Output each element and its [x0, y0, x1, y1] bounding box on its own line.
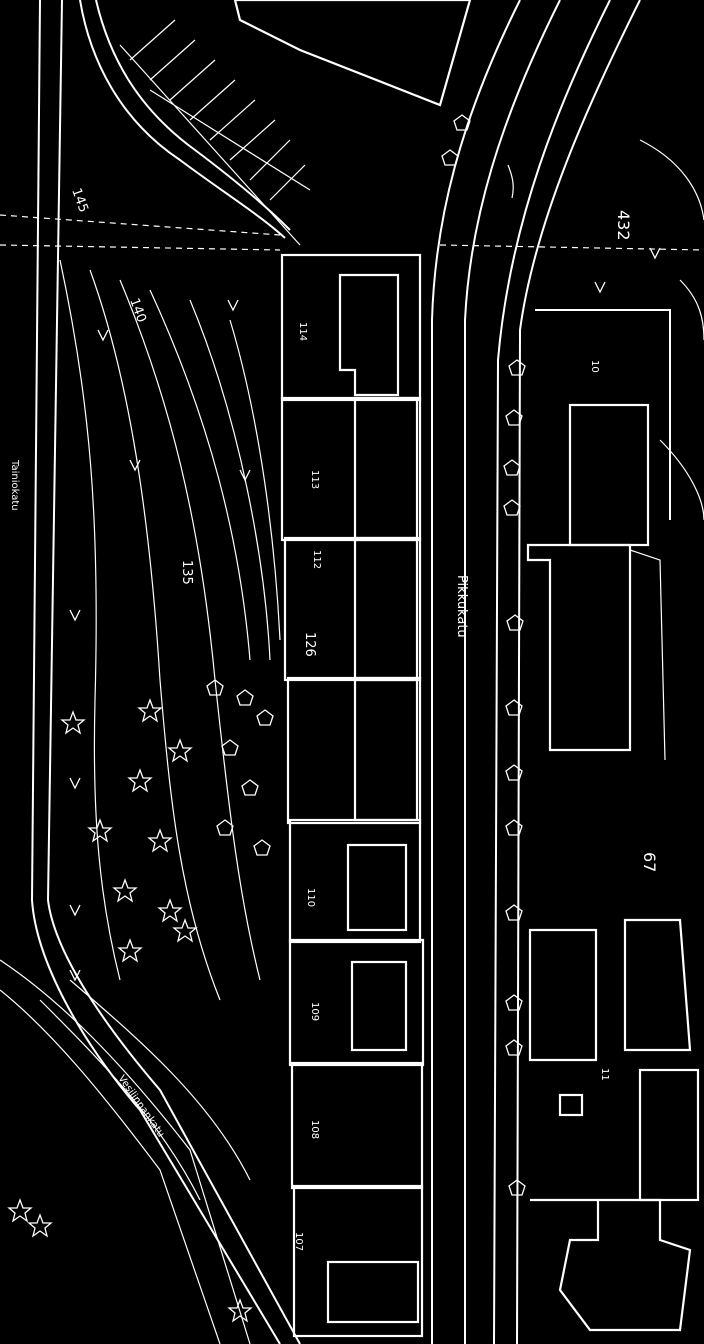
lot-label-112: 112 [311, 550, 322, 569]
lot-label-109: 109 [309, 1002, 320, 1021]
slope-hatching [129, 19, 306, 201]
tree-group [7, 698, 253, 1323]
lot-label-67: 67 [640, 852, 659, 872]
lot-label-107: 107 [293, 1232, 304, 1251]
road-tainiokatu [0, 0, 301, 1344]
road-pikkukatu [431, 0, 641, 1344]
building-top [233, 0, 472, 107]
lot-label-10: 10 [589, 360, 600, 373]
contour-lines [39, 259, 281, 1201]
lot-label-108: 108 [309, 1120, 320, 1139]
building-block-row [280, 253, 425, 1338]
lot-label-113: 113 [309, 470, 320, 489]
lot-label-114: 114 [297, 322, 308, 341]
meadow-symbols [69, 247, 661, 982]
shrub-group [206, 114, 526, 1196]
lot-label-110: 110 [305, 888, 316, 907]
lot-label-126: 126 [302, 632, 317, 657]
contour-label-135: 135 [179, 560, 194, 585]
street-label-pikkukatu: Pikkukatu [454, 575, 469, 638]
street-label-tainiokatu: Tainiokatu [9, 459, 20, 511]
lot-label-11: 11 [599, 1068, 610, 1081]
lot-label-432: 432 [614, 210, 633, 241]
footpath-curve [79, 0, 311, 246]
